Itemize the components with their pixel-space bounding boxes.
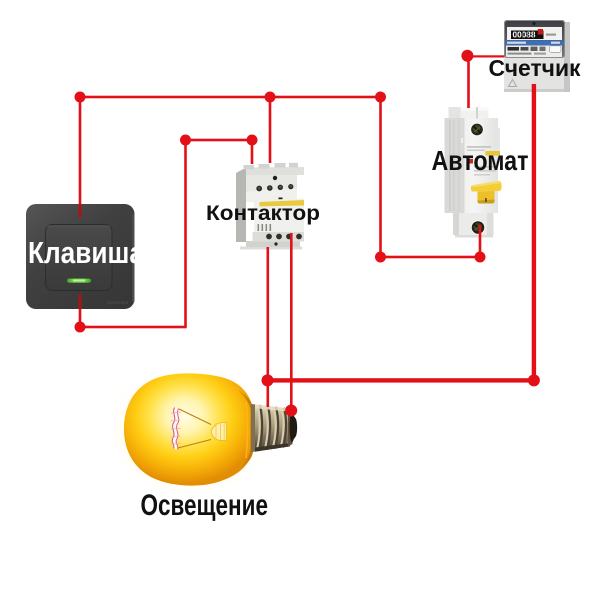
svg-text:Клавиша: Клавиша [28,235,145,270]
svg-text:Счетчик: Счетчик [489,55,581,81]
svg-text:Освещение: Освещение [141,489,269,522]
svg-text:Schneider: Schneider [107,300,129,305]
svg-text:Автомат: Автомат [432,145,529,176]
svg-text:00088: 00088 [513,31,537,40]
svg-text:Контактор: Контактор [206,201,320,225]
